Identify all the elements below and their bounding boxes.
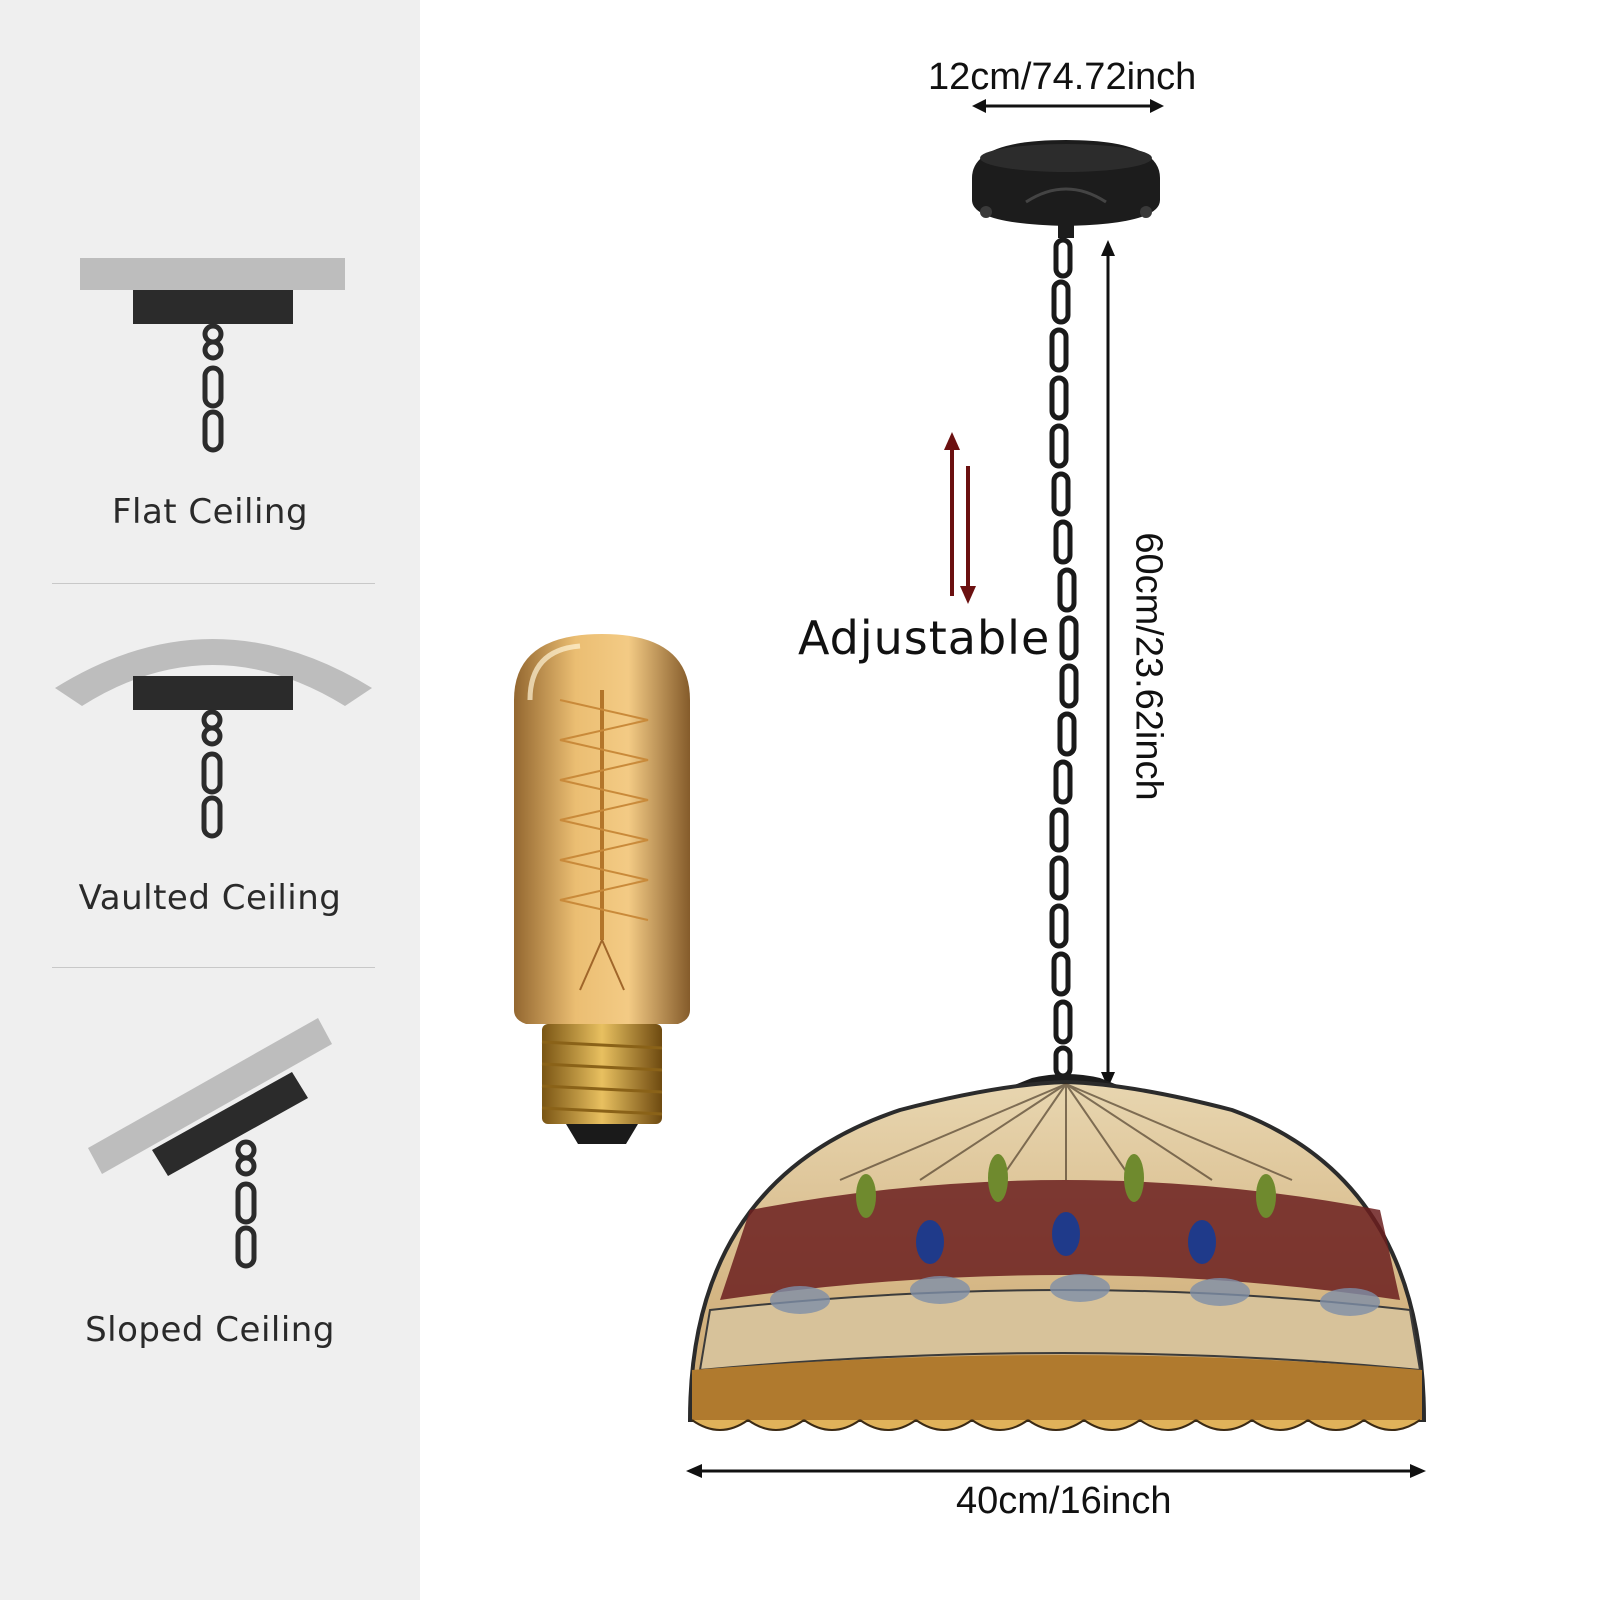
divider (52, 967, 375, 968)
vaulted-ceiling-panel: Vaulted Ceiling (0, 0, 420, 960)
sloped-ceiling-panel: Sloped Ceiling (0, 0, 420, 1400)
vaulted-ceiling-icon (55, 639, 372, 839)
product-dimensions-area: 12cm/74.72inch (420, 0, 1600, 1600)
shade-width-arrow-icon (686, 1464, 1426, 1478)
canopy-width-arrow-icon (972, 99, 1164, 113)
flat-ceiling-label: Flat Ceiling (111, 492, 309, 532)
tiffany-shade-icon (687, 1074, 1427, 1431)
ceiling-canopy-icon (972, 140, 1160, 238)
divider (52, 583, 375, 584)
flat-ceiling-panel: Flat Ceiling (0, 0, 420, 580)
chain-icon (1049, 237, 1079, 1079)
flat-ceiling-icon (80, 258, 345, 453)
chain-length-arrow-icon (1101, 240, 1115, 1088)
adjustable-label: Adjustable (798, 611, 1051, 665)
vaulted-ceiling-label: Vaulted Ceiling (78, 878, 342, 918)
ceiling-types-panel: Flat Ceiling Vaulted Ceiling Sloped Ceil… (0, 0, 420, 1600)
canopy-width-label: 12cm/74.72inch (928, 56, 1197, 98)
shade-width-label: 40cm/16inch (956, 1480, 1172, 1522)
edison-bulb-icon (514, 634, 690, 1144)
sloped-ceiling-icon (88, 1018, 332, 1269)
sloped-ceiling-label: Sloped Ceiling (85, 1310, 335, 1350)
adjustable-arrows-icon (944, 432, 976, 604)
